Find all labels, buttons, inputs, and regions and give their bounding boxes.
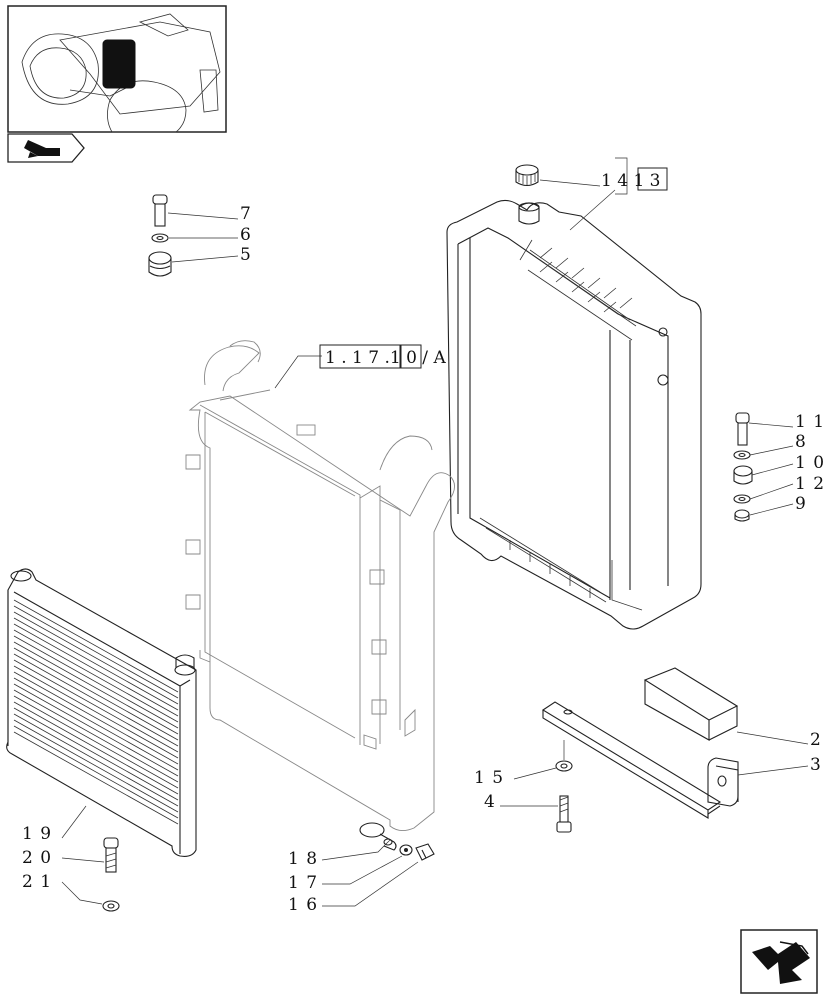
next-page-arrow-icon[interactable] [740, 929, 818, 994]
bolt-part-4 [556, 795, 572, 833]
intercooler-group-ref-text: 1 . 1 7 .1 0 / A [325, 348, 446, 368]
washer-part-15 [555, 760, 573, 772]
bolt-part-20 [103, 837, 119, 873]
callout-19: 1 9 [22, 824, 52, 844]
callout-9: 9 [795, 494, 807, 514]
bolt-part-7 [152, 194, 168, 227]
callout-20: 2 0 [22, 848, 52, 868]
washer-part-6 [151, 233, 169, 243]
washer-part-8 [733, 450, 751, 460]
bushing-part-10 [733, 465, 753, 485]
pad-part-2 [643, 667, 739, 741]
intercooler-part [185, 340, 455, 831]
washer-part-12 [733, 494, 751, 504]
callout-7: 7 [240, 204, 252, 224]
callout-3: 3 [810, 755, 822, 775]
callout-5: 5 [240, 245, 252, 265]
bushing-part-5 [148, 251, 172, 277]
grommet-part-17 [399, 844, 413, 856]
callout-labels: 7 6 5 1 1 8 1 0 1 2 9 2 3 1 5 4 1 9 2 0 … [22, 204, 825, 915]
radiator-group-ref-text: 1 4 1 3 [601, 171, 660, 191]
callout-6: 6 [240, 225, 252, 245]
callout-10: 1 0 [795, 453, 825, 473]
intercooler-group-reference[interactable]: 1 . 1 7 .1 0 / A [319, 344, 446, 369]
bolt-part-11 [735, 412, 750, 446]
clip-part-16 [415, 843, 435, 861]
washer-part-21 [102, 900, 120, 912]
radiator-part [446, 199, 702, 630]
callout-18: 1 8 [288, 849, 318, 869]
callout-12: 1 2 [795, 474, 825, 494]
oil-cooler-part-19 [6, 568, 197, 857]
callout-2: 2 [810, 730, 822, 750]
callout-21: 2 1 [22, 872, 52, 892]
callout-8: 8 [795, 432, 807, 452]
bracket-part-3 [541, 701, 739, 819]
callout-4: 4 [484, 792, 496, 812]
callout-17: 1 7 [288, 873, 318, 893]
nut-part-9 [734, 509, 750, 522]
radiator-group-reference[interactable]: 1 4 1 3 [601, 167, 668, 191]
callout-15: 1 5 [474, 768, 504, 788]
callout-11: 1 1 [795, 412, 825, 432]
tractor-location-thumbnail[interactable] [7, 5, 227, 133]
section-arrow-icon[interactable] [7, 133, 85, 163]
radiator-cap-part [515, 164, 539, 187]
clamp-part-18 [359, 822, 397, 851]
callout-16: 1 6 [288, 895, 318, 915]
